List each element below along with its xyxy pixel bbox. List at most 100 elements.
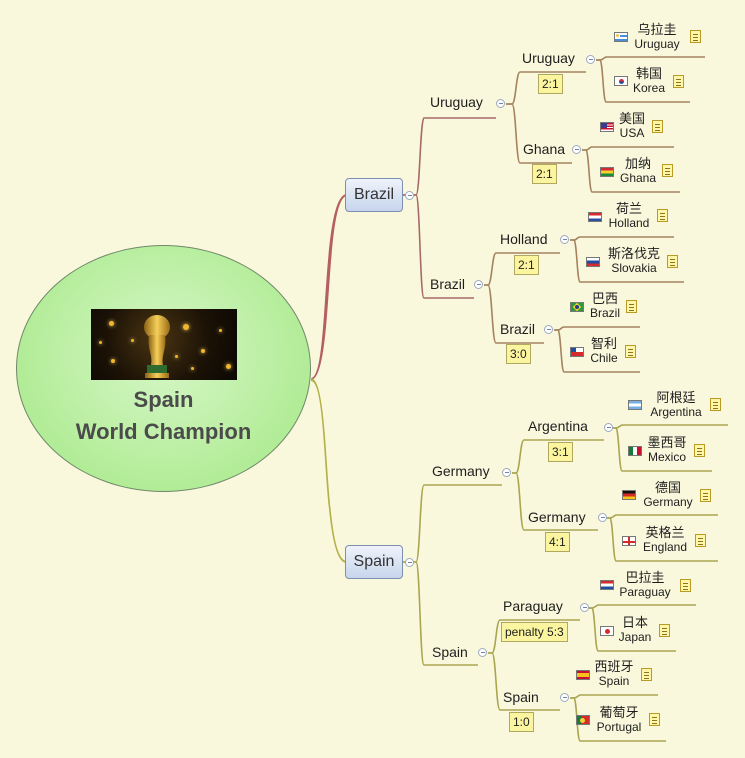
team-name-cn: 智利 [590,336,617,351]
collapse-germany-qf-toggle[interactable] [502,468,511,477]
team-name-en: Portugal [596,720,642,734]
collapse-holland-r16-toggle[interactable] [560,235,569,244]
collapse-brazil-qf-toggle[interactable] [474,280,483,289]
note-icon[interactable] [657,209,668,222]
paraguay-flag-icon [600,580,614,590]
team-name-en: Holland [608,216,650,230]
team-name-cn: 巴拉圭 [625,570,665,585]
collapse-brazil-toggle[interactable] [405,191,414,200]
note-icon[interactable] [680,579,691,592]
note-icon[interactable] [673,75,684,88]
note-icon[interactable] [641,668,652,681]
collapse-brazil-r16-toggle[interactable] [544,325,553,334]
topic-paraguay-r16[interactable]: Paraguay [503,598,563,614]
mexico-flag-icon [628,446,642,456]
brazil-flag-icon [570,302,584,312]
note-icon[interactable] [667,255,678,268]
uruguay-flag-icon [614,32,628,42]
note-icon[interactable] [695,534,706,547]
collapse-spain-toggle[interactable] [405,558,414,567]
england-flag-icon [622,536,636,546]
collapse-paraguay-r16-toggle[interactable] [580,603,589,612]
note-icon[interactable] [694,444,705,457]
topic-germany-r16[interactable]: Germany [528,509,586,525]
portugal-flag-icon [576,715,590,725]
topic-holland-r16[interactable]: Holland [500,231,548,247]
team-name-cn: 加纳 [624,156,651,171]
team-name-cn: 墨西哥 [647,435,687,450]
team-name-cn: 西班牙 [594,659,634,674]
collapse-spain-r16-toggle[interactable] [560,693,569,702]
note-icon[interactable] [710,398,721,411]
root-title: Spain World Champion [40,384,287,448]
score-label: 4:1 [545,532,570,552]
topic-spain-qf[interactable]: Spain [432,644,468,660]
team-name-en: Paraguay [619,585,671,599]
note-icon[interactable] [649,713,660,726]
germany-flag-icon [622,490,636,500]
topic-germany-qf[interactable]: Germany [432,463,490,479]
collapse-spain-qf-toggle[interactable] [478,648,487,657]
team-name-cn: 日本 [621,615,648,630]
japan-flag-icon [600,626,614,636]
team-name-en: Spain [598,674,630,688]
topic-brazil[interactable]: Brazil [345,178,403,212]
team-name-en: Ghana [619,171,657,185]
note-icon[interactable] [659,624,670,637]
chile-flag-icon [570,347,584,357]
netherlands-flag-icon [588,212,602,222]
topic-argentina-r16[interactable]: Argentina [528,418,588,434]
collapse-germany-r16-toggle[interactable] [598,513,607,522]
score-label: 2:1 [538,74,563,94]
topic-brazil-qf[interactable]: Brazil [430,276,466,292]
argentina-flag-icon [628,400,642,410]
team-name-en: Uruguay [634,37,680,51]
topic-spain[interactable]: Spain [345,545,403,579]
note-icon[interactable] [625,345,636,358]
spain-flag-icon [576,670,590,680]
world-cup-trophy-image [91,309,237,380]
note-icon[interactable] [700,489,711,502]
score-label: 2:1 [532,164,557,184]
score-label: 3:1 [548,442,573,462]
team-name-en: USA [619,126,645,140]
note-icon[interactable] [652,120,663,133]
team-name-en: Brazil [589,306,620,320]
note-icon[interactable] [626,300,637,313]
ghana-flag-icon [600,167,614,177]
topic-uruguay-qf[interactable]: Uruguay [430,94,483,110]
topic-brazil-r16[interactable]: Brazil [500,321,536,337]
team-name-en: Chile [590,351,618,365]
collapse-uruguay-qf-toggle[interactable] [496,99,505,108]
team-name-en: Japan [618,630,652,644]
collapse-ghana-r16-toggle[interactable] [572,145,581,154]
topic-uruguay-r16[interactable]: Uruguay [522,50,575,66]
note-icon[interactable] [690,30,701,43]
topic-ghana-r16[interactable]: Ghana [523,141,566,157]
topic-spain-r16[interactable]: Spain [503,689,539,705]
root-title-line2: World Champion [75,419,252,444]
team-name-en: Slovakia [611,261,657,275]
collapse-uruguay-r16-toggle[interactable] [586,55,595,64]
team-name-cn: 英格兰 [645,525,685,540]
note-icon[interactable] [662,164,673,177]
collapse-argentina-r16-toggle[interactable] [604,423,613,432]
korea-flag-icon [614,76,628,86]
score-label: penalty 5:3 [501,622,568,642]
